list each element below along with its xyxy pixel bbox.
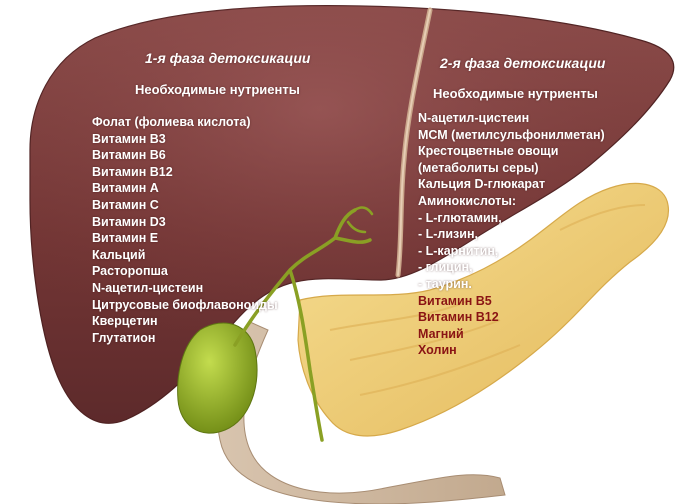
phase2-highlight-item: Магний: [418, 326, 464, 341]
phase1-item: Витамин С: [92, 197, 159, 212]
bile-duct: [233, 208, 372, 442]
phase1-item: Витамин В6: [92, 148, 166, 163]
phase1-item: Кальций: [92, 247, 146, 262]
phase2-item: N-ацетил-цистеин: [418, 111, 530, 125]
phase2-nutrient-list: N-ацетил-цистеин МСМ (метилсульфонилмета…: [418, 110, 605, 359]
phase1-item: Цитрусовые биофлавоноиды: [92, 297, 278, 312]
phase2-item: - глицин,: [418, 260, 473, 275]
phase1-item: Витамин В12: [92, 164, 173, 179]
phase2-item: - L-глютамин,: [418, 210, 502, 225]
phase2-item: Крестоцветные овощи: [418, 144, 559, 159]
phase2-highlight-item: Витамин В5: [418, 293, 492, 308]
phase1-item: Витамин D3: [92, 214, 166, 229]
phase1-item: Фолат (фолиева кислота): [92, 115, 251, 129]
phase2-item: - L-карнитин,: [418, 243, 499, 258]
phase2-highlight-item: Витамин В12: [418, 310, 499, 325]
phase2-item: (метаболиты серы): [418, 160, 539, 175]
phase1-item: Кверцетин: [92, 314, 158, 329]
pancreas: [297, 182, 670, 437]
phase2-item: Аминокислоты:: [418, 193, 517, 208]
phase1-item: Витамин В3: [92, 131, 166, 146]
phase2-highlight-item: Холин: [418, 343, 457, 358]
phase1-item: Витамин Е: [92, 231, 159, 246]
phase1-item: N-ацетил-цистеин: [92, 280, 204, 295]
phase1-subtitle: Необходимые нутриенты: [135, 82, 300, 97]
phase2-item: Кальция D-глюкарат: [418, 177, 546, 192]
phase2-item: - L-лизин,: [418, 227, 478, 242]
phase1-nutrient-list: Фолат (фолиева кислота) Витамин В3 Витам…: [92, 114, 278, 346]
phase2-title: 2-я фаза детоксикации: [440, 55, 606, 71]
phase1-item: Расторопша: [92, 264, 168, 279]
phase2-subtitle: Необходимые нутриенты: [433, 86, 598, 101]
phase2-item: МСМ (метилсульфонилметан): [418, 127, 605, 142]
phase2-item: - таурин.: [418, 276, 472, 291]
phase1-title: 1-я фаза детоксикации: [145, 50, 311, 66]
phase1-item: Витамин А: [92, 181, 159, 196]
phase1-item: Глутатион: [92, 330, 156, 345]
